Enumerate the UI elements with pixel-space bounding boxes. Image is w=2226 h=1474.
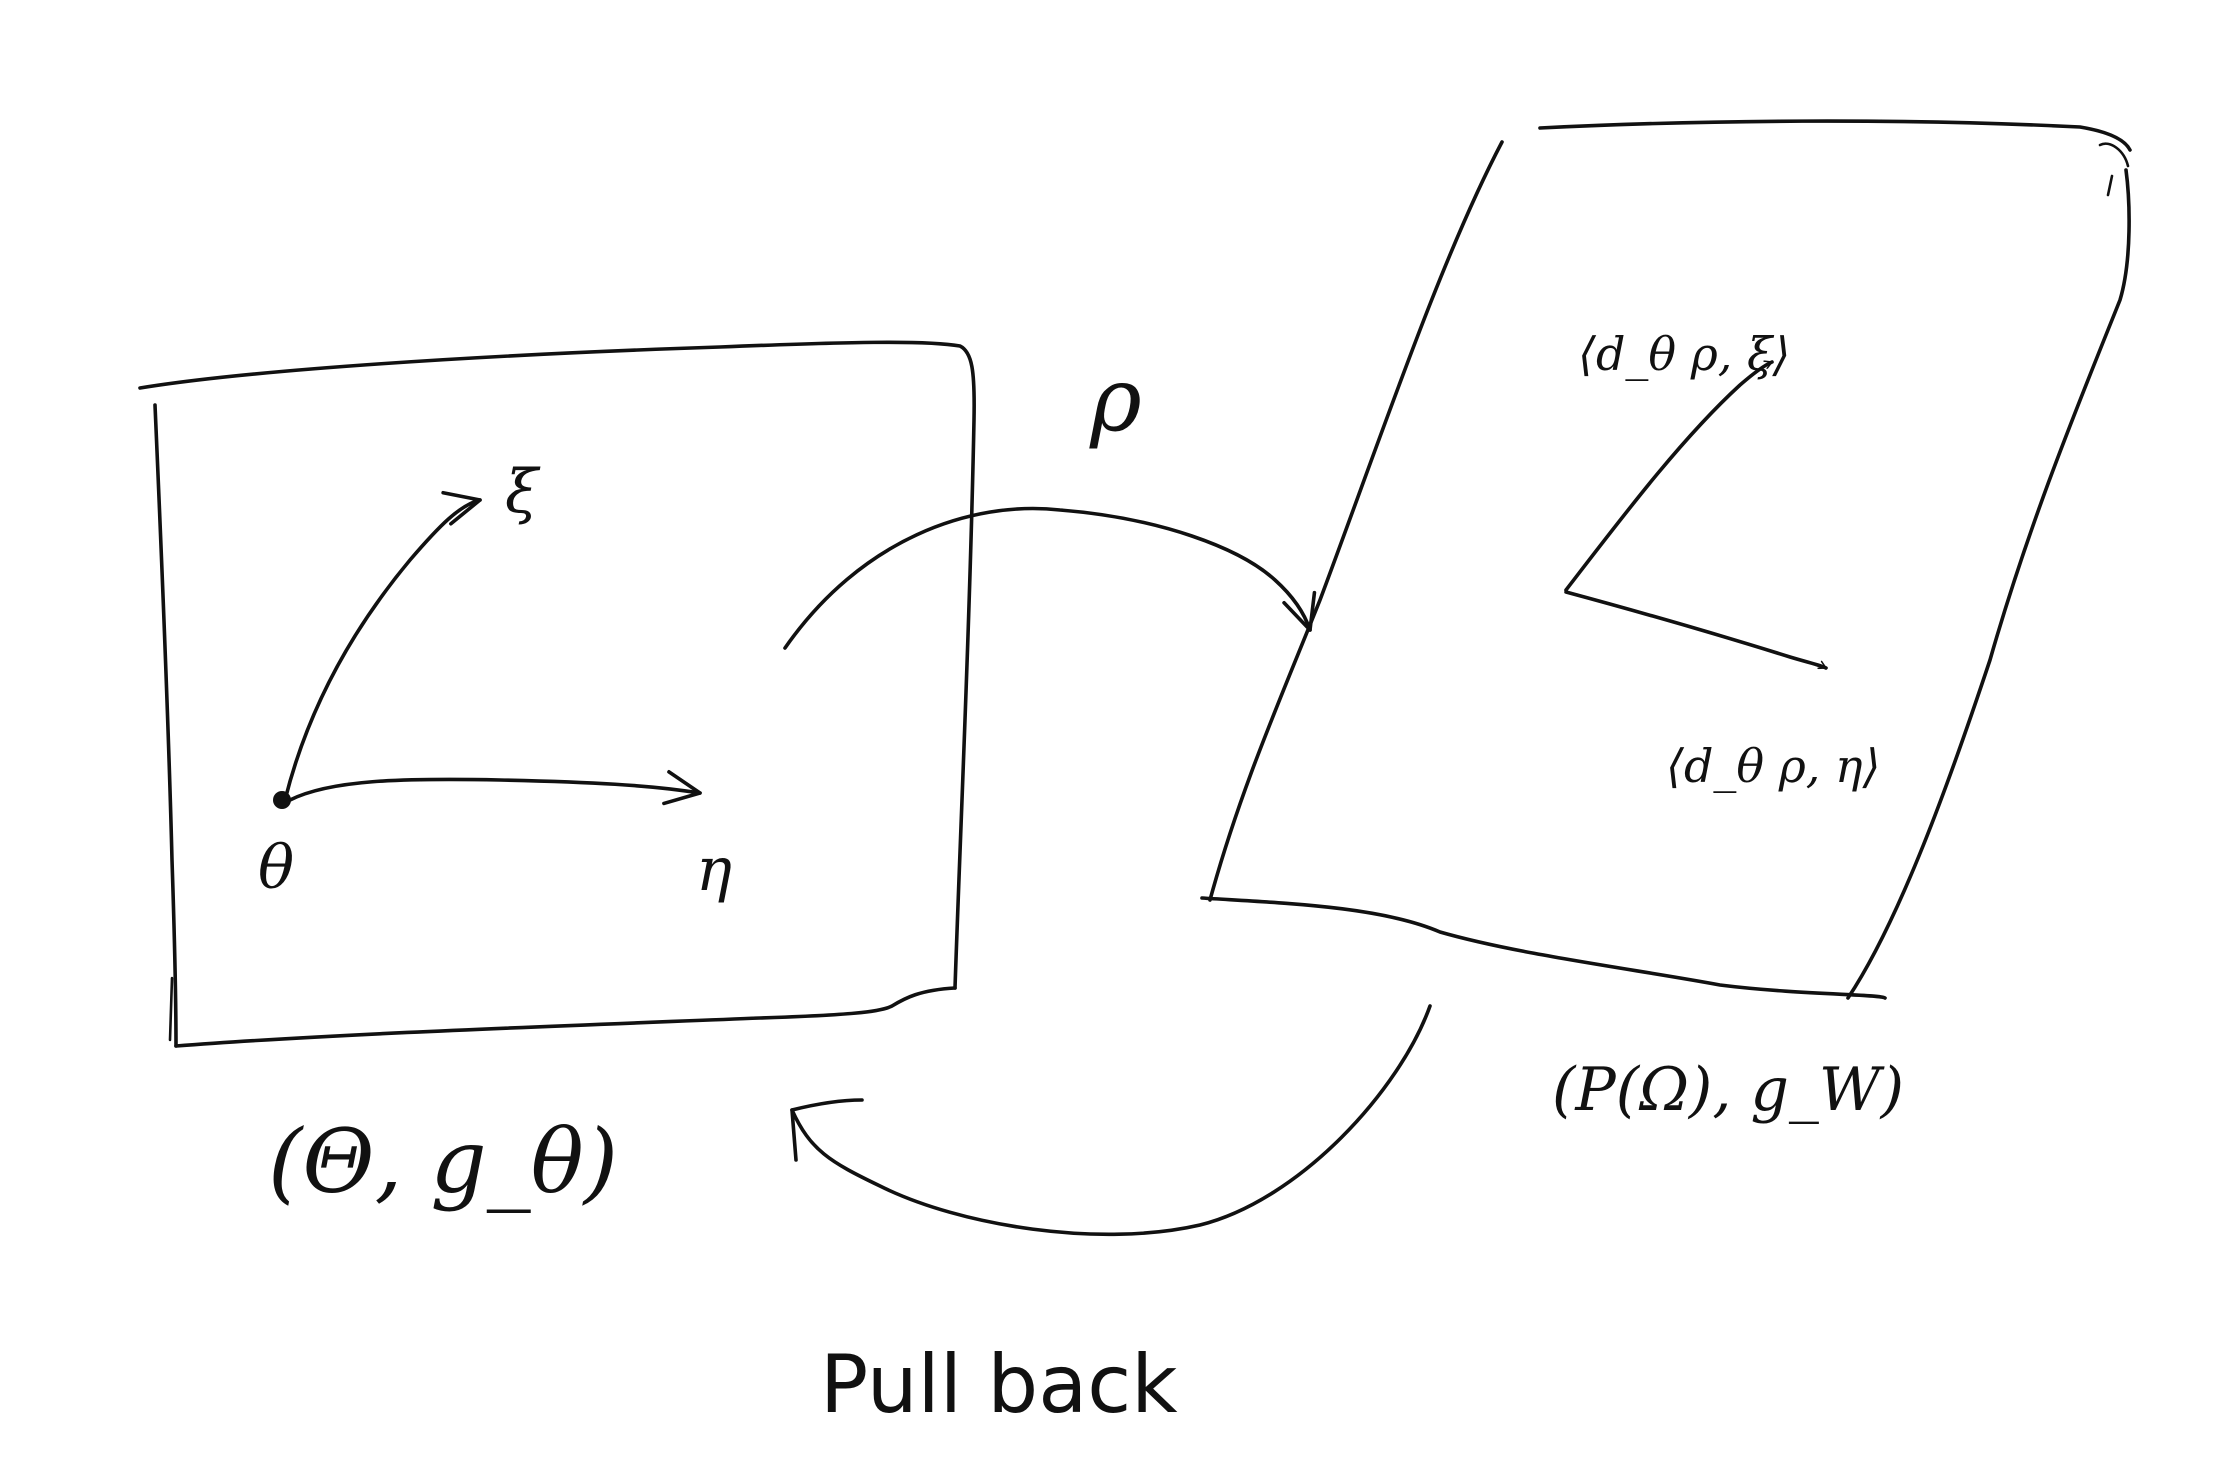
eta-label-left: η xyxy=(696,835,732,905)
xi-label-left: ξ xyxy=(505,457,541,527)
xi-vector-right xyxy=(1564,360,1774,592)
caption-pull-back: Pull back xyxy=(820,1338,1178,1431)
eta-vector-right xyxy=(1564,590,1828,670)
theta-label: θ xyxy=(258,833,294,903)
pullback-arrow-head xyxy=(790,1098,864,1162)
parameter-space-box xyxy=(138,340,976,1048)
xi-label-right: ⟨d_θ ρ, ξ⟩ xyxy=(1578,327,1790,381)
eta-vector-left xyxy=(288,770,702,806)
statistical-manifold-sheet xyxy=(1200,119,2132,1000)
map-rho-arrow xyxy=(783,506,1317,650)
eta-label-right: ⟨d_θ ρ, η⟩ xyxy=(1666,739,1881,793)
pullback-arrow xyxy=(790,1004,1432,1237)
map-rho-label: ρ xyxy=(1089,348,1142,451)
left-space-label: (Θ, g_θ) xyxy=(268,1110,618,1213)
xi-vector-left xyxy=(283,490,482,802)
right-space-label: (P(Ω), g_W) xyxy=(1552,1055,1904,1125)
